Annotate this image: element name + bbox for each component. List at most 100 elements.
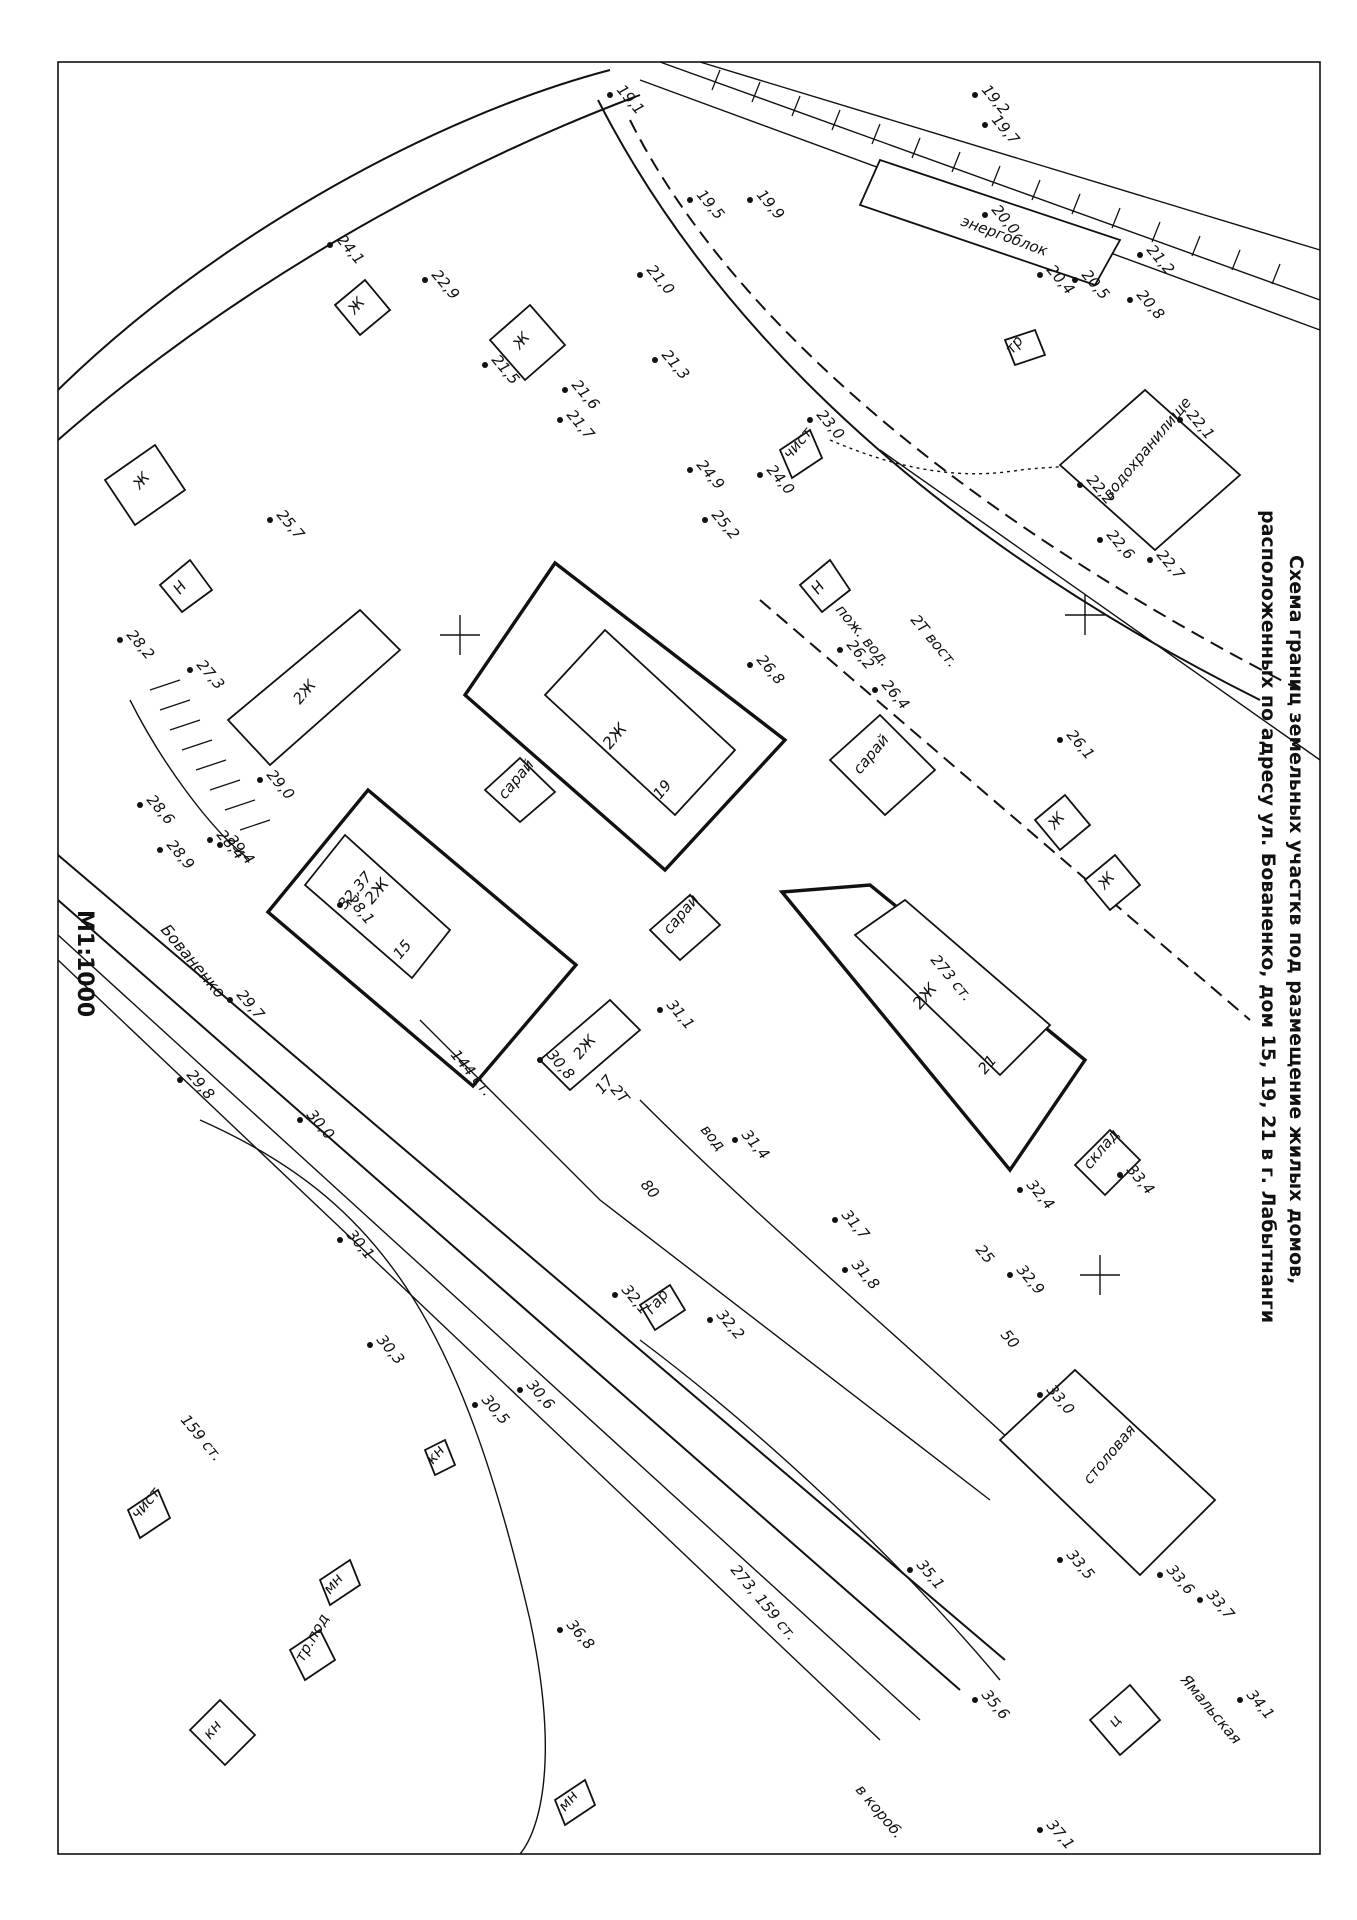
elevation-point: [732, 1137, 738, 1143]
elevation-point: [207, 837, 213, 843]
elevation-label: 28,9: [163, 836, 198, 873]
elevation-label: 24,1: [333, 231, 368, 268]
elevation-point: [1127, 297, 1133, 303]
elevation-point: [337, 902, 343, 908]
parcel-19[interactable]: 2Ж 19: [462, 560, 788, 873]
label-144st: 144 ст.: [447, 1046, 496, 1100]
elevation-label: 37,1: [1043, 1816, 1078, 1853]
elevation-point: [1057, 1557, 1063, 1563]
elevation-label: 21,7: [563, 406, 599, 444]
elevation-label: 26,1: [1063, 726, 1098, 763]
elevation-label: 22,6: [1103, 526, 1138, 563]
elevation-label: 32,4: [1023, 1176, 1058, 1213]
elevation-point: [607, 92, 613, 98]
elevation-point: [1007, 1272, 1013, 1278]
elevation-label: 28,6: [143, 791, 178, 828]
elevation-point: [972, 92, 978, 98]
elevation-point: [872, 687, 878, 693]
map-frame: [57, 61, 1321, 1855]
elevation-label: 25,2: [708, 506, 743, 543]
label-vod: вод: [697, 1121, 729, 1154]
label-50: 50: [997, 1326, 1023, 1352]
elevation-point: [1037, 272, 1043, 278]
elevation-point: [1147, 557, 1153, 563]
elevation-point: [557, 417, 563, 423]
elevation-point: [702, 517, 708, 523]
elevation-label: 34,1: [1243, 1686, 1278, 1723]
elevation-label: 30,3: [373, 1331, 408, 1368]
elevation-label: 23,0: [813, 406, 848, 443]
elevation-point: [1017, 1187, 1023, 1193]
elevation-point: [707, 1317, 713, 1323]
elevation-point: [367, 1342, 373, 1348]
elevation-label: 36,8: [563, 1616, 598, 1653]
label-273-159: 273, 159 ст.: [727, 1561, 801, 1644]
elevation-label: 29,7: [233, 986, 269, 1024]
elevation-point: [612, 1292, 618, 1298]
elevation-label: 19,9: [753, 186, 788, 223]
title-line-1: Схема границ земельных участкв под разме…: [1285, 555, 1307, 1284]
elevation-point: [982, 122, 988, 128]
elevation-label: 20,8: [1133, 286, 1168, 323]
parcel-15[interactable]: 2Ж 32,37 15: [265, 787, 579, 1089]
label-25: 25: [972, 1241, 998, 1267]
elevation-point: [117, 637, 123, 643]
elevation-point: [227, 997, 233, 1003]
elevation-label: 26,4: [878, 676, 913, 713]
elevation-point: [637, 272, 643, 278]
elevation-point: [1037, 1392, 1043, 1398]
elevation-label: 29,0: [263, 766, 298, 803]
elevation-point: [1077, 482, 1083, 488]
road-lines: [57, 69, 1321, 1855]
elevation-label: 25,7: [273, 506, 309, 544]
other-buildings: 2Ж 2Ж 17 столовая водохранилище энергобл…: [103, 158, 1242, 1827]
elevation-point: [297, 1117, 303, 1123]
scale-label: М1:1000: [72, 910, 97, 1017]
elevation-label: 33,5: [1063, 1546, 1098, 1583]
label-2t-vost: 2Т вост.: [907, 611, 961, 671]
street-name: Бованенко: [157, 920, 230, 1001]
elevation-point: [157, 847, 163, 853]
elevation-point: [422, 277, 428, 283]
elevation-label: 32,2: [713, 1306, 748, 1343]
elevation-point: [1057, 737, 1063, 743]
elevation-point: [562, 387, 568, 393]
elevation-label: 19,5: [693, 186, 728, 223]
elevation-label: 21,3: [658, 346, 693, 383]
elevation-label: 32,9: [1013, 1261, 1048, 1298]
elevation-point: [482, 362, 488, 368]
elevation-label: 29,8: [183, 1066, 218, 1103]
elevation-label: 30,0: [303, 1106, 338, 1143]
elevation-point: [537, 1057, 543, 1063]
title-line-2: расположенных по адресу ул. Бованенко, д…: [1257, 510, 1279, 1323]
elevation-label: 31,4: [738, 1126, 773, 1163]
elevation-point: [807, 417, 813, 423]
elevation-point: [187, 667, 193, 673]
elevation-label: 31,7: [838, 1206, 874, 1244]
label-159st: 159 ст.: [177, 1411, 226, 1465]
elevation-point: [757, 472, 763, 478]
title-block: Схема границ земельных участкв под разме…: [1257, 510, 1307, 1323]
elevation-point: [557, 1627, 563, 1633]
elevation-label: 22,9: [428, 266, 463, 303]
elevation-label: 30,5: [478, 1391, 513, 1428]
elevation-point: [982, 212, 988, 218]
elevation-label: 31,1: [663, 996, 698, 1033]
elevation-point: [657, 1007, 663, 1013]
elevation-point: [1072, 277, 1078, 283]
elevation-point: [1137, 252, 1143, 258]
elevation-label: 31,8: [848, 1256, 883, 1293]
elevation-point: [1117, 1172, 1123, 1178]
elevation-label: 22,7: [1153, 546, 1189, 584]
elevation-point: [972, 1697, 978, 1703]
elevation-point: [137, 802, 143, 808]
label-80: 80: [637, 1176, 663, 1202]
elevation-label: 27,3: [193, 656, 228, 693]
elevation-point: [1097, 537, 1103, 543]
parcel-21[interactable]: 2Ж 21: [778, 883, 1088, 1173]
elevation-point: [747, 662, 753, 668]
elevation-label: 21,6: [568, 376, 603, 413]
elevation-label: 21,0: [643, 261, 678, 298]
elevation-point: [832, 1217, 838, 1223]
